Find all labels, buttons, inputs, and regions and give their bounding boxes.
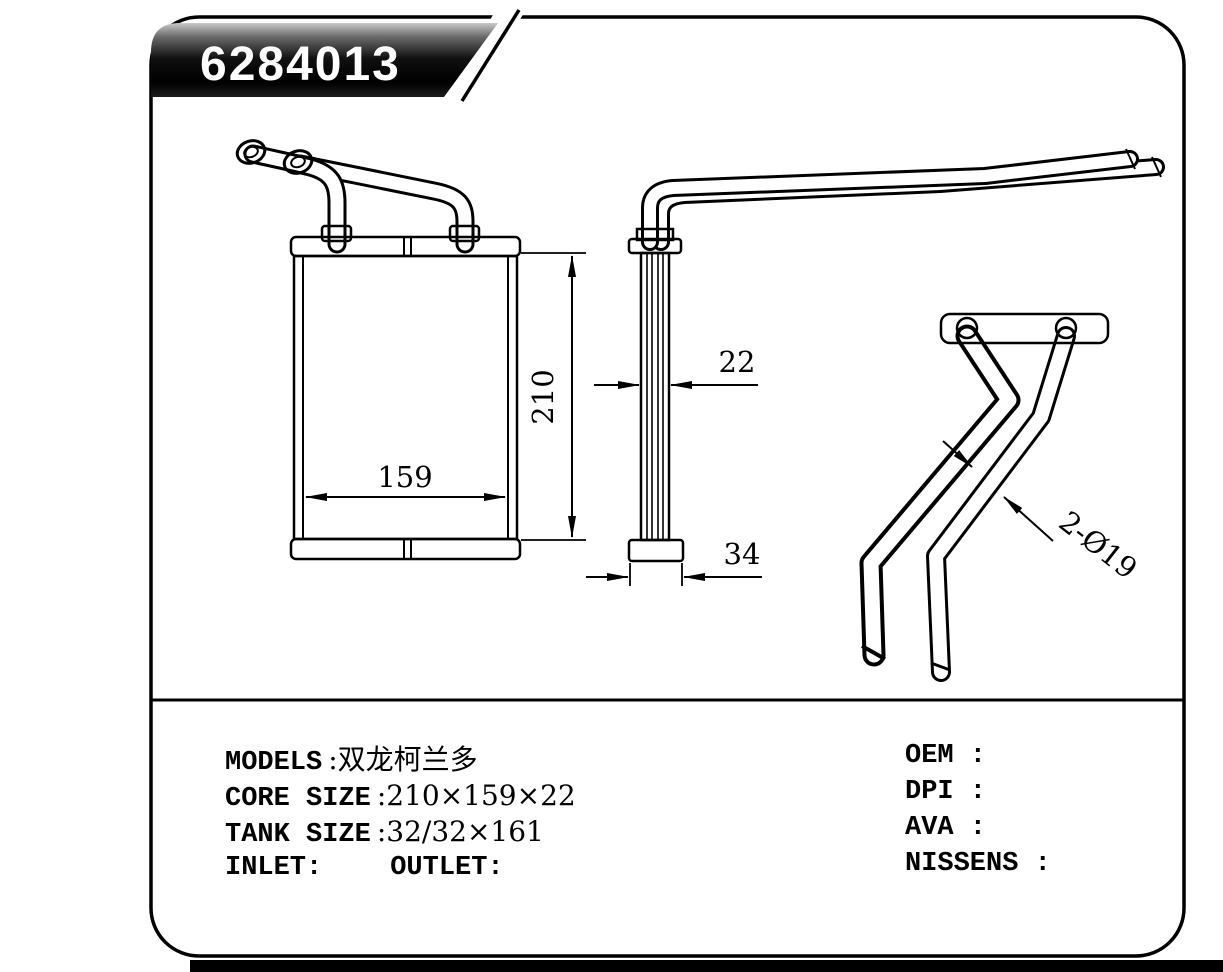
dim-core-width: 159 — [305, 460, 506, 501]
pipe-collar-right — [448, 224, 481, 243]
models-label: MODELS — [225, 748, 323, 778]
part-number-banner: 6284013 — [151, 8, 527, 104]
dim-tank-width: 34 — [586, 537, 762, 586]
banner-slash-line — [460, 9, 521, 102]
outlet-label: OUTLET: — [390, 853, 504, 883]
spec-row-inlet-outlet: INLET: OUTLET: — [225, 850, 576, 886]
pipe-end-cut — [1125, 148, 1136, 170]
mounting-bracket — [939, 312, 1110, 345]
tank-size-label: TANK SIZE — [225, 820, 371, 850]
spec-row-ava: AVA : — [905, 810, 1051, 846]
pipe-diameter-label: 2-Ø19 — [1053, 504, 1144, 586]
dim-core-thickness: 22 — [594, 345, 758, 389]
spec-block-left: MODELS:双龙柯兰多 CORE SIZE:210×159×22 TANK S… — [225, 742, 576, 886]
spec-row-core-size: CORE SIZE:210×159×22 — [225, 778, 576, 814]
dpi-label: DPI : — [905, 777, 987, 807]
nissens-label: NISSENS : — [905, 849, 1051, 879]
core-size-label: CORE SIZE — [225, 784, 371, 814]
side-view-core — [627, 227, 685, 563]
bottom-tank — [289, 537, 522, 561]
dim-core-height-label: 210 — [526, 369, 560, 424]
pipe-fitting-left — [235, 139, 267, 165]
bracket-hole-right — [1054, 316, 1078, 340]
oem-label: OEM : — [905, 741, 987, 771]
banner-plate — [151, 23, 498, 97]
dim-core-width-label: 159 — [377, 460, 432, 494]
core-size-value: :210×159×22 — [376, 779, 576, 812]
spec-block-right: OEM : DPI : AVA : NISSENS : — [905, 738, 1051, 882]
spec-row-models: MODELS:双龙柯兰多 — [225, 742, 576, 778]
side-view-pipes — [641, 148, 1165, 251]
dim-core-thickness-label: 22 — [719, 345, 756, 379]
pipe-detail-view: 2-Ø19 — [859, 312, 1144, 682]
core-slab — [639, 251, 671, 542]
ava-label: AVA : — [905, 813, 987, 843]
part-number: 6284013 — [200, 38, 401, 91]
spec-row-oem: OEM : — [905, 738, 1051, 774]
bottom-edge-strip — [190, 960, 1223, 972]
dim-core-height: 210 — [521, 252, 586, 541]
pipe-end-cut — [930, 661, 951, 672]
dim-tank-width-label: 34 — [724, 537, 761, 571]
bracket-hole-left — [955, 316, 979, 340]
front-view: 159 210 — [235, 139, 586, 561]
front-view-core — [289, 235, 522, 561]
pipe-end-cut — [861, 644, 886, 661]
side-view: 22 34 — [586, 148, 1165, 586]
outer-border — [149, 15, 1186, 958]
spec-row-tank-size: TANK SIZE:32/32×161 — [225, 814, 576, 850]
pipe-end-cut — [1151, 156, 1162, 178]
spec-row-dpi: DPI : — [905, 774, 1051, 810]
front-view-pipes — [235, 139, 481, 254]
bottom-flange — [627, 538, 685, 563]
spec-row-nissens: NISSENS : — [905, 846, 1051, 882]
models-value: :双龙柯兰多 — [328, 743, 478, 776]
pipe-fitting-right — [282, 149, 314, 175]
inlet-label: INLET: — [225, 853, 323, 883]
tank-size-value: :32/32×161 — [376, 815, 544, 848]
pipe-collar-left — [320, 224, 353, 243]
